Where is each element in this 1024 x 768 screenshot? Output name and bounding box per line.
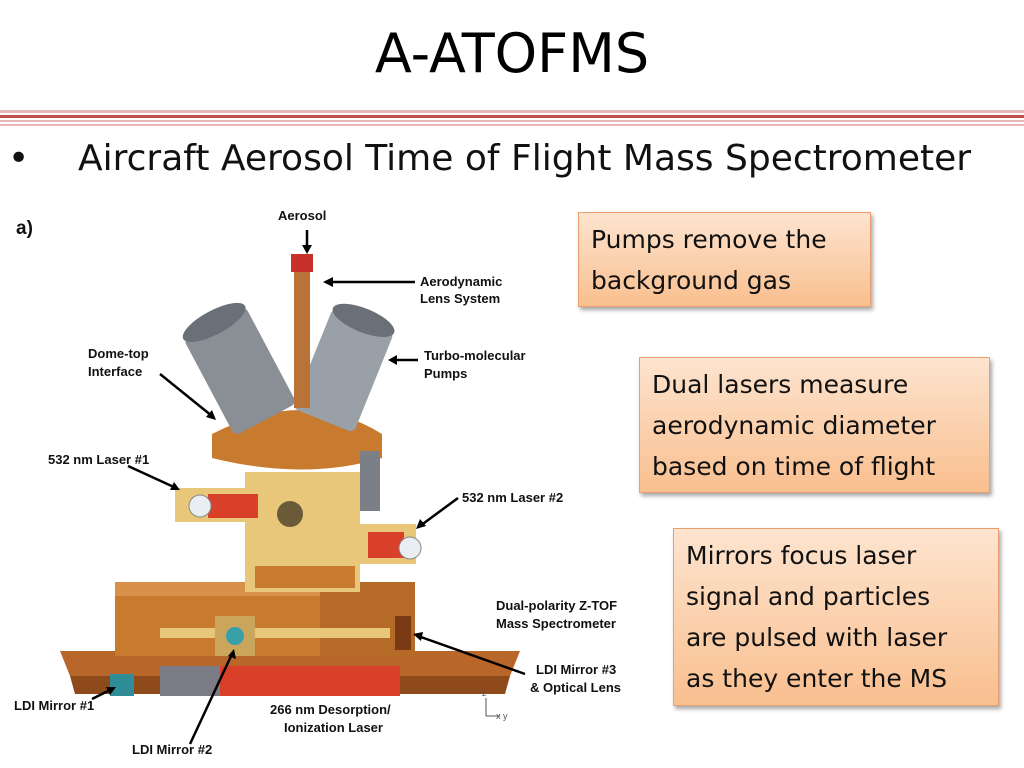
optical-rod bbox=[160, 628, 390, 638]
aerosol-inlet bbox=[291, 254, 313, 272]
label-turbo-line2: Pumps bbox=[424, 366, 467, 381]
chamber-band bbox=[255, 566, 355, 588]
desorption-laser-cap bbox=[160, 666, 220, 696]
bullet-text: Aircraft Aerosol Time of Flight Mass Spe… bbox=[78, 138, 972, 179]
turbo-pump-right bbox=[294, 303, 395, 432]
callout-mirrors-line: signal and particles bbox=[686, 582, 931, 611]
label-laser-1: 532 nm Laser #1 bbox=[48, 452, 149, 467]
callout-pumps-line: Pumps remove the bbox=[591, 225, 827, 254]
label-ldi3-line2: & Optical Lens bbox=[530, 680, 621, 695]
laser-1-lens bbox=[188, 494, 212, 518]
chamber-port bbox=[277, 501, 303, 527]
atofms-instrument-diagram: a) Aerosol Aerodynamic Lens System Dome-… bbox=[14, 208, 621, 757]
label-ldi-1: LDI Mirror #1 bbox=[14, 698, 94, 713]
laser-2-beam bbox=[368, 532, 404, 558]
callout-lasers-line: based on time of flight bbox=[652, 452, 936, 481]
callout-lasers-line: aerodynamic diameter bbox=[652, 411, 936, 440]
callout-pumps-line: background gas bbox=[591, 266, 792, 295]
dome-side-pump bbox=[360, 451, 380, 511]
mirror-1 bbox=[110, 674, 134, 696]
callout-pumps: Pumps remove the background gas bbox=[578, 212, 871, 307]
axis-indicator: z x y bbox=[482, 688, 508, 721]
title-divider bbox=[0, 110, 1024, 126]
mirror-3 bbox=[395, 616, 411, 650]
panel-label: a) bbox=[16, 218, 33, 239]
callout-lasers: Dual lasers measure aerodynamic diameter… bbox=[639, 357, 990, 493]
mirror-2 bbox=[226, 627, 244, 645]
label-desorption-line2: Ionization Laser bbox=[284, 720, 383, 735]
callout-arrows bbox=[91, 230, 526, 745]
label-aerosol: Aerosol bbox=[278, 208, 326, 223]
label-ztof-line2: Mass Spectrometer bbox=[496, 616, 616, 631]
laser-1-beam bbox=[208, 494, 258, 518]
axis-z-label: z bbox=[482, 688, 487, 698]
callout-lasers-line: Dual lasers measure bbox=[652, 370, 909, 399]
slide-title: A-ATOFMS bbox=[374, 22, 650, 85]
callout-mirrors-line: are pulsed with laser bbox=[686, 623, 948, 652]
callout-mirrors-line: as they enter the MS bbox=[686, 664, 948, 693]
label-dome-line1: Dome-top bbox=[88, 346, 149, 361]
laser-2-lens bbox=[398, 536, 422, 560]
label-lens-line2: Lens System bbox=[420, 291, 500, 306]
label-ldi3-line1: LDI Mirror #3 bbox=[536, 662, 616, 677]
label-dome-line2: Interface bbox=[88, 364, 142, 379]
lens-tube bbox=[294, 268, 310, 408]
callout-mirrors: Mirrors focus laser signal and particles… bbox=[673, 528, 999, 706]
label-lens-line1: Aerodynamic bbox=[420, 274, 502, 289]
label-laser-2: 532 nm Laser #2 bbox=[462, 490, 563, 505]
axis-xy-label: x y bbox=[496, 711, 508, 721]
callout-mirrors-line: Mirrors focus laser bbox=[686, 541, 917, 570]
label-ztof-line1: Dual-polarity Z-TOF bbox=[496, 598, 617, 613]
label-ldi-2: LDI Mirror #2 bbox=[132, 742, 212, 757]
label-desorption-line1: 266 nm Desorption/ bbox=[270, 702, 391, 717]
turbo-pump-left bbox=[182, 302, 295, 434]
arrow-heads bbox=[106, 245, 426, 695]
bullet-marker: • bbox=[8, 138, 30, 179]
desorption-laser bbox=[220, 666, 400, 696]
label-turbo-line1: Turbo-molecular bbox=[424, 348, 526, 363]
